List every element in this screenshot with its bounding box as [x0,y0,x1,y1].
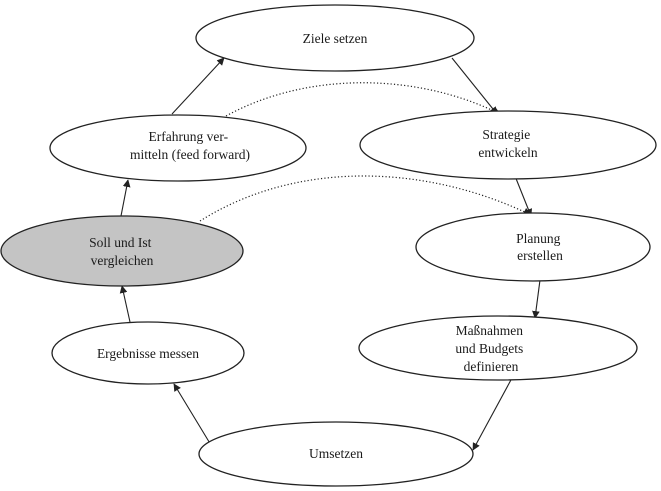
node-massnahmen: Maßnahmen und Budgets definieren [358,315,638,381]
node-strategie: Strategie entwickeln [359,110,657,180]
node-umsetzen: Umsetzen [198,421,474,487]
vergleich-label-line-2: vergleichen [91,253,154,268]
strategie-label: Strategie entwickeln [478,127,537,160]
erfahrung-ellipse [49,114,307,182]
umsetzen-label: Umsetzen [309,446,363,461]
edge-strategie-to-planung [514,175,533,217]
erfahrung-label-line-1: Erfahrung ver- [149,129,229,144]
ziele-ellipse [195,4,475,72]
node-vergleich: Soll und Ist vergleichen [0,215,244,287]
planung-label-line-2: erstellen [517,248,563,263]
vergleich-label: Soll und Ist vergleichen [89,235,155,268]
umsetzen-label-line-1: Umsetzen [309,446,363,461]
strategie-ellipse [359,110,657,180]
node-erfahrung: Erfahrung ver- mitteln (feed forward) [49,114,307,182]
edge-erfahrung-to-ziele [171,57,225,115]
edges-layer [119,57,541,451]
edge-ziele-to-strategie [451,57,498,115]
strategie-label-line-1: Strategie [482,127,530,142]
vergleich-label-line-1: Soll und Ist [89,235,152,250]
edge-vergleich-to-planung-dotted [199,175,532,222]
node-ergebnisse: Ergebnisse messen [51,321,245,385]
umsetzen-ellipse [198,421,474,487]
vergleich-ellipse [0,215,244,287]
ergebnisse-label: Ergebnisse messen [97,346,199,361]
planung-ellipse [415,212,651,282]
edge-vergleich-to-erfahrung [120,179,131,217]
edge-umsetzen-to-ergebnisse [173,383,215,451]
planung-label-line-1: Planung [516,231,561,246]
node-planung: Planung erstellen [415,212,651,282]
massnahmen-label-line-2: und Budgets [455,341,523,356]
edge-planung-to-massnahmen [532,279,541,319]
ergebnisse-ellipse [51,321,245,385]
massnahmen-label-line-1: Maßnahmen [456,323,524,338]
ziele-label-line-1: Ziele setzen [303,31,368,46]
massnahmen-label: Maßnahmen und Budgets definieren [455,323,526,374]
massnahmen-label-line-3: definieren [464,359,519,374]
massnahmen-ellipse [358,315,638,381]
ziele-label: Ziele setzen [303,31,368,46]
ergebnisse-label-line-1: Ergebnisse messen [97,346,199,361]
erfahrung-label: Erfahrung ver- mitteln (feed forward) [130,129,250,162]
edge-erfahrung-to-strategie-dotted [225,82,501,117]
erfahrung-label-line-2: mitteln (feed forward) [130,147,250,162]
edge-massnahmen-to-umsetzen [472,377,513,451]
edge-ergebnisse-to-vergleich [119,285,131,323]
strategie-label-line-2: entwickeln [478,145,537,160]
node-ziele: Ziele setzen [195,4,475,72]
planung-label: Planung erstellen [516,231,564,263]
